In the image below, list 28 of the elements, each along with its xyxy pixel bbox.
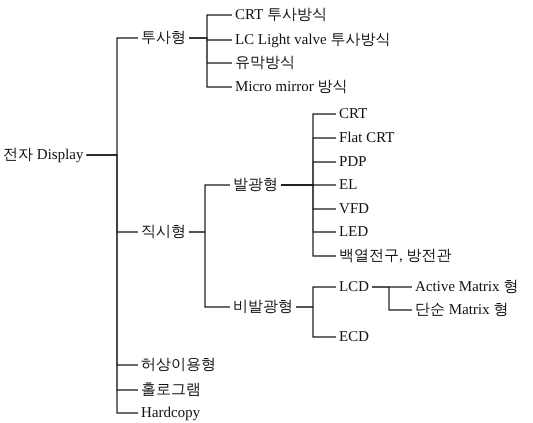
tree-connector <box>372 286 412 311</box>
category-label: 발광형 <box>230 176 281 194</box>
category-label: 단순 Matrix 형 <box>412 301 512 319</box>
category-label: 허상이용형 <box>138 356 219 374</box>
category-label: 비발광형 <box>230 298 296 316</box>
category-label: 유막방식 <box>232 54 298 72</box>
category-label: 투사형 <box>138 29 189 47</box>
category-label: Micro mirror 방식 <box>232 78 350 96</box>
category-label: 직시형 <box>138 223 189 241</box>
tree-connector <box>296 306 336 338</box>
category-label: LED <box>336 223 372 241</box>
category-label: LCD <box>336 278 372 296</box>
category-label: 백열전구, 방전관 <box>336 247 454 265</box>
category-label: LC Light valve 투사방식 <box>232 31 394 49</box>
category-label: PDP <box>336 153 370 171</box>
category-label: Active Matrix 형 <box>412 278 522 296</box>
category-label: EL <box>336 176 360 194</box>
tree-connector <box>281 184 336 257</box>
tree-connector <box>189 37 232 88</box>
category-label: CRT <box>336 105 370 123</box>
category-label: VFD <box>336 200 372 218</box>
category-label: 홀로그램 <box>138 381 204 399</box>
category-label: CRT 투사방식 <box>232 6 330 24</box>
category-label: Hardcopy <box>138 404 204 422</box>
tree-connector <box>189 231 230 308</box>
category-label: ECD <box>336 328 372 346</box>
category-label: Flat CRT <box>336 129 398 147</box>
category-label: 전자 Display <box>0 146 86 164</box>
